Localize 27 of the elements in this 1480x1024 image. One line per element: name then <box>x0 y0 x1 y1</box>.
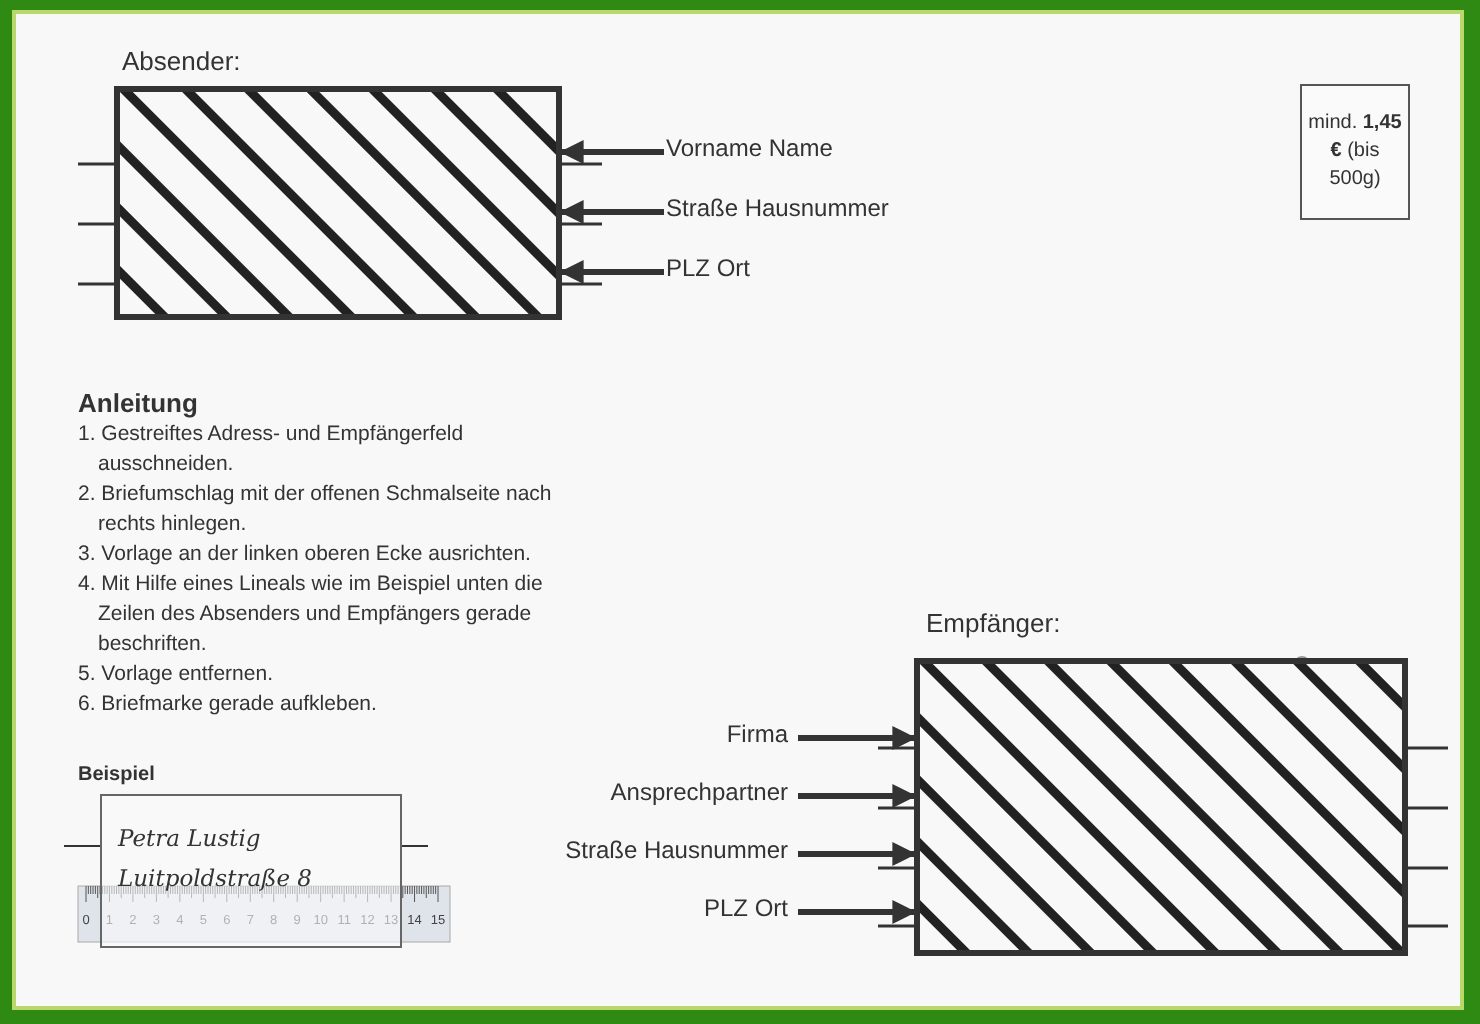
handwritten-text: Luitpoldstraße 8 <box>118 864 313 892</box>
instruction-step: 6. Briefmarke gerade aufkleben. <box>78 690 602 720</box>
arrow <box>798 842 917 866</box>
line-label: Vorname Name <box>666 132 833 164</box>
instruction-step: 2. Briefumschlag mit der offenen Schmalseite nach rechts hinlegen. <box>78 480 602 540</box>
arrow <box>559 140 664 164</box>
instruction-step: 4. Mit Hilfe eines Lineals wie im Beispiel unten die Zeilen des Absenders und Empfängers gerade beschriften. <box>78 570 602 660</box>
arrow <box>559 260 664 284</box>
line-label: Straße Hausnummer <box>504 834 788 866</box>
instructions-heading: Anleitung <box>78 388 198 420</box>
instruction-step: 3. Vorlage an der linken oberen Ecke ausrichten. <box>78 540 602 570</box>
line-label: Ansprechpartner <box>504 776 788 808</box>
field-heading: Empfänger: <box>926 608 1061 640</box>
field-heading: Absender: <box>122 46 241 78</box>
arrow <box>559 200 664 224</box>
arrow <box>798 726 917 750</box>
instruction-step: 1. Gestreiftes Adress- und Empfängerfeld ausschneiden. <box>78 420 602 480</box>
handwritten-text: Petra Lustig <box>118 824 261 852</box>
example-heading: Beispiel <box>78 762 155 788</box>
line-label: PLZ Ort <box>504 892 788 924</box>
arrow <box>798 900 917 924</box>
arrow <box>798 784 917 808</box>
line-label: Straße Hausnummer <box>666 192 889 224</box>
instruction-step: 5. Vorlage entfernen. <box>78 660 602 690</box>
stamp-box: mind. 1,45 € (bis 500g) <box>1300 84 1410 220</box>
line-label: Firma <box>504 718 788 750</box>
line-label: PLZ Ort <box>666 252 751 284</box>
